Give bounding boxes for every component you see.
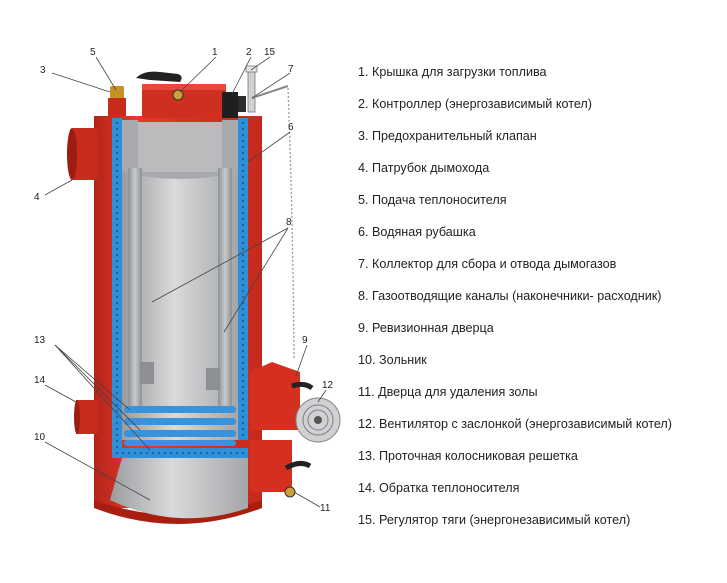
- callout-13: 13: [34, 335, 46, 346]
- callout-labels: 1 2 3 4 5 6 7 8 9 10 11 12 13 14 15: [34, 47, 334, 514]
- callout-9: 9: [302, 335, 308, 346]
- controller: [222, 92, 246, 118]
- legend-item-3: 3. Предохранительный клапан: [358, 129, 537, 143]
- callout-11: 11: [320, 503, 331, 514]
- legend-item-9: 9. Ревизионная дверца: [358, 321, 494, 335]
- callout-3: 3: [40, 65, 46, 76]
- fan: [295, 397, 341, 443]
- loading-lid: [136, 71, 226, 118]
- boiler-diagram: 1 2 3 4 5 6 7 8 9 10 11 12 13 14 15: [34, 47, 341, 524]
- callout-12: 12: [322, 380, 334, 391]
- legend-item-6: 6. Водяная рубашка: [358, 225, 476, 239]
- callout-7: 7: [288, 64, 294, 75]
- draft-regulator: [245, 65, 289, 113]
- legend-item-8: 8. Газоотводящие каналы (наконечники- ра…: [358, 289, 662, 303]
- callout-15: 15: [264, 47, 276, 58]
- legend-item-1: 1. Крышка для загрузки топлива: [358, 65, 547, 79]
- legend-item-10: 10. Зольник: [358, 353, 427, 367]
- callout-2: 2: [246, 47, 252, 58]
- legend-item-11: 11. Дверца для удаления золы: [358, 385, 538, 399]
- legend-item-5: 5. Подача теплоносителя: [358, 193, 507, 207]
- callout-8: 8: [286, 217, 292, 228]
- callout-6: 6: [288, 122, 294, 133]
- safety-valve: [108, 86, 126, 116]
- callout-4: 4: [34, 192, 40, 203]
- regulator-chain: [287, 87, 295, 361]
- ash-pan: [110, 458, 248, 519]
- return-pipe: [74, 400, 98, 434]
- chimney-pipe: [67, 128, 98, 180]
- leader-lines: [44, 56, 327, 508]
- grate: [124, 406, 236, 446]
- legend-item-2: 2. Контроллер (энергозависимый котел): [358, 97, 592, 111]
- legend-item-14: 14. Обратка теплоносителя: [358, 481, 520, 495]
- callout-14: 14: [34, 375, 46, 386]
- legend-item-13: 13. Проточная колосниковая решетка: [358, 449, 578, 463]
- legend-item-7: 7. Коллектор для сбора и отвода дымогазо…: [358, 257, 617, 271]
- callout-1: 1: [212, 47, 218, 58]
- callout-10: 10: [34, 432, 46, 443]
- legend-item-15: 15. Регулятор тяги (энергонезависимый ко…: [358, 513, 631, 527]
- ash-door: [250, 440, 312, 498]
- gas-channels: [128, 168, 232, 408]
- callout-5: 5: [90, 47, 96, 58]
- legend-item-4: 4. Патрубок дымохода: [358, 161, 490, 175]
- revision-door: [250, 362, 314, 430]
- water-jacket: [112, 118, 248, 458]
- legend-list: 1. Крышка для загрузки топлива 2. Контро…: [358, 62, 672, 542]
- legend-item-12: 12. Вентилятор с заслонкой (энергозависи…: [358, 417, 672, 431]
